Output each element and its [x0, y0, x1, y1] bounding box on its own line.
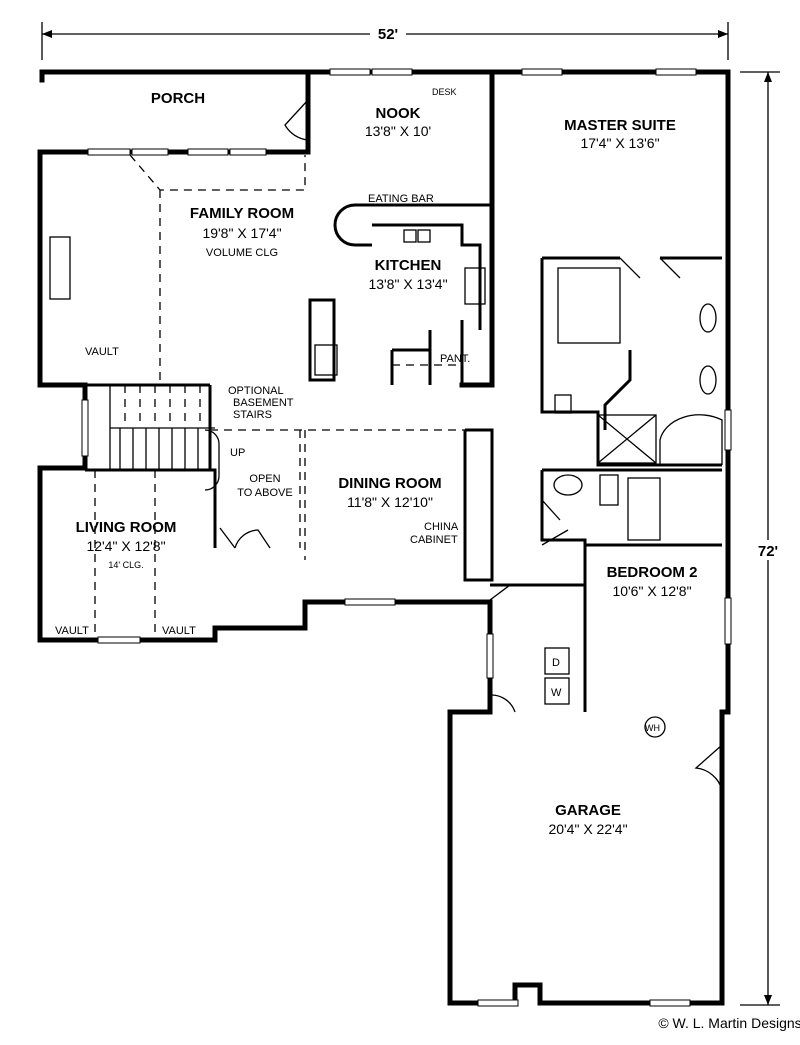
open-above-line2: TO ABOVE — [237, 487, 292, 499]
nook-label: NOOK — [376, 105, 421, 122]
porch-label: PORCH — [151, 90, 205, 107]
kitchen-label: KITCHEN — [375, 257, 442, 274]
living-room-vault-right: VAULT — [162, 625, 196, 637]
optional-stairs-line3: STAIRS — [233, 409, 272, 421]
bedroom-2-label: BEDROOM 2 — [607, 564, 698, 581]
room-labels: PORCH NOOK 13'8" X 10' DESK MASTER SUITE… — [55, 87, 697, 837]
washer-label: W — [551, 687, 562, 699]
master-suite-size: 17'4" X 13'6" — [580, 135, 659, 151]
dining-room-size: 11'8" X 12'10" — [347, 494, 433, 510]
depth-label: 72' — [758, 543, 778, 560]
windows — [81, 68, 732, 1007]
living-room-vault-left: VAULT — [55, 625, 89, 637]
master-suite-label: MASTER SUITE — [564, 117, 676, 134]
fixtures — [49, 229, 723, 738]
family-room-label: FAMILY ROOM — [190, 205, 294, 222]
copyright: © W. L. Martin Designs — [658, 1015, 800, 1031]
optional-stairs-line1: OPTIONAL — [228, 385, 284, 397]
china-cabinet-line1: CHINA — [424, 521, 459, 533]
water-heater-label: WH — [645, 723, 660, 733]
family-room-size: 19'8" X 17'4" — [202, 225, 281, 241]
garage-label: GARAGE — [555, 802, 621, 819]
optional-stairs-line2: BASEMENT — [233, 397, 294, 409]
width-dimension: 52' — [41, 22, 729, 60]
width-label: 52' — [378, 26, 398, 43]
bedroom-2-size: 10'6" X 12'8" — [612, 583, 691, 599]
open-above-line1: OPEN — [249, 473, 280, 485]
stairs — [109, 385, 220, 491]
family-room-vault: VAULT — [85, 346, 119, 358]
stairs-up-label: UP — [230, 447, 245, 459]
living-room-size: 12'4" X 12'8" — [86, 538, 165, 554]
kitchen-size: 13'8" X 13'4" — [368, 276, 447, 292]
family-room-note: VOLUME CLG — [206, 247, 278, 259]
garage-size: 20'4" X 22'4" — [548, 821, 627, 837]
pantry-label: PANT. — [440, 353, 470, 365]
dashed-lines — [94, 154, 465, 640]
china-cabinet-line2: CABINET — [410, 534, 458, 546]
nook-size: 13'8" X 10' — [365, 123, 431, 139]
doors — [219, 99, 723, 791]
depth-dimension: 72' — [740, 71, 784, 1006]
dining-room-label: DINING ROOM — [338, 475, 441, 492]
desk-label: DESK — [432, 87, 457, 97]
living-room-note: 14' CLG. — [108, 560, 143, 570]
living-room-label: LIVING ROOM — [76, 519, 177, 536]
eating-bar-label: EATING BAR — [368, 193, 434, 205]
dryer-label: D — [552, 657, 560, 669]
